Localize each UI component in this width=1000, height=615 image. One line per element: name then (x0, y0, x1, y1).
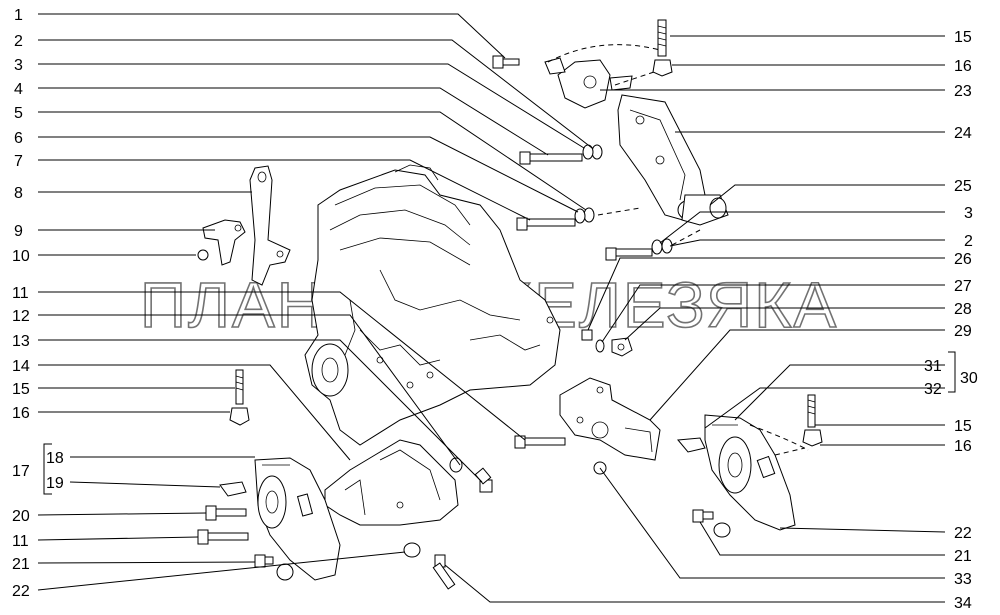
callout-21-right: 21 (954, 548, 972, 565)
callout-1: 1 (14, 7, 23, 24)
upper-bracket-23 (544, 57, 633, 109)
callout-16-right: 16 (954, 58, 972, 75)
stud-15-right (807, 394, 816, 428)
callout-6: 6 (14, 130, 23, 147)
callout-27: 27 (954, 278, 972, 295)
clip-30 (677, 437, 706, 453)
bolt-11 (197, 529, 249, 545)
bolt-21-right (692, 509, 714, 523)
callout-31: 31 (924, 358, 942, 375)
callout-3: 3 (14, 57, 23, 74)
callout-24: 24 (954, 125, 972, 142)
washer-6 (574, 208, 586, 224)
callout-15-lower-right: 15 (954, 418, 972, 435)
callout-14: 14 (12, 358, 30, 375)
bolt-13 (474, 467, 493, 493)
stud-15-left (235, 369, 244, 405)
stud-15 (657, 19, 667, 57)
bracket-28 (611, 337, 633, 357)
callout-28: 28 (954, 301, 972, 318)
bolt-26 (581, 329, 593, 341)
washer-22-right (713, 522, 731, 538)
callout-4: 4 (14, 81, 23, 98)
callout-17: 17 (12, 463, 30, 480)
callout-15: 15 (12, 381, 30, 398)
callout-11-lower: 11 (12, 533, 29, 550)
dashed-assembly-line (749, 424, 809, 451)
callout-22-right: 22 (954, 525, 972, 542)
dashed-assembly-line (614, 69, 661, 86)
engine-mount-30 (704, 414, 796, 531)
bolt-right (605, 247, 653, 261)
callout-labels: 1 2 3 4 5 6 7 8 9 10 11 12 13 14 15 16 1… (12, 7, 978, 612)
callout-18: 18 (46, 450, 64, 467)
bracket-9 (202, 219, 246, 266)
washer-22-left (276, 563, 294, 581)
callout-30: 30 (960, 370, 978, 387)
bolt-1 (492, 55, 520, 69)
callout-12: 12 (12, 308, 30, 325)
engine-block (304, 164, 561, 446)
leader-lines (37, 13, 956, 603)
callout-11: 11 (12, 285, 29, 302)
callout-3-right: 3 (964, 205, 973, 222)
bolt-34 (432, 554, 456, 590)
nut-16 (652, 59, 673, 77)
callout-22: 22 (12, 583, 30, 600)
callout-23: 23 (954, 83, 972, 100)
callout-16: 16 (12, 405, 30, 422)
dashed-assembly-line (597, 207, 641, 216)
callout-34: 34 (954, 595, 972, 612)
dashed-assembly-line (547, 44, 661, 63)
callout-15-right: 15 (954, 29, 972, 46)
engine-mount-17 (254, 457, 341, 581)
nut-16-right (802, 429, 823, 447)
callout-32: 32 (924, 381, 942, 398)
bolt-20 (205, 505, 247, 521)
dashed-assembly-line (774, 447, 806, 456)
callout-26: 26 (954, 251, 972, 268)
bolt-21-left (254, 554, 274, 568)
nut-16-left (229, 407, 250, 426)
callout-13: 13 (12, 333, 30, 350)
callout-7: 7 (14, 153, 23, 170)
callout-29: 29 (954, 323, 972, 340)
callout-33: 33 (954, 571, 972, 588)
nut-10 (197, 249, 209, 261)
washer-14 (449, 457, 463, 473)
callout-2: 2 (14, 33, 23, 50)
callout-5: 5 (14, 105, 23, 122)
callout-19: 19 (46, 475, 64, 492)
washer-27 (595, 339, 605, 353)
bracket-14 (324, 439, 459, 526)
callout-25: 25 (954, 178, 972, 195)
callout-9: 9 (14, 223, 23, 240)
bracket-29 (559, 377, 661, 461)
callout-20: 20 (12, 508, 30, 525)
bracket-8 (249, 165, 291, 286)
callout-21: 21 (12, 556, 30, 573)
bolt-4 (519, 151, 583, 165)
bolt-7 (516, 217, 576, 231)
washer-22-bottom (403, 542, 421, 558)
callout-8: 8 (14, 185, 23, 202)
clip-19 (219, 481, 247, 497)
callout-10: 10 (12, 248, 30, 265)
callout-2-right: 2 (964, 233, 973, 250)
callout-16-lower-right: 16 (954, 438, 972, 455)
